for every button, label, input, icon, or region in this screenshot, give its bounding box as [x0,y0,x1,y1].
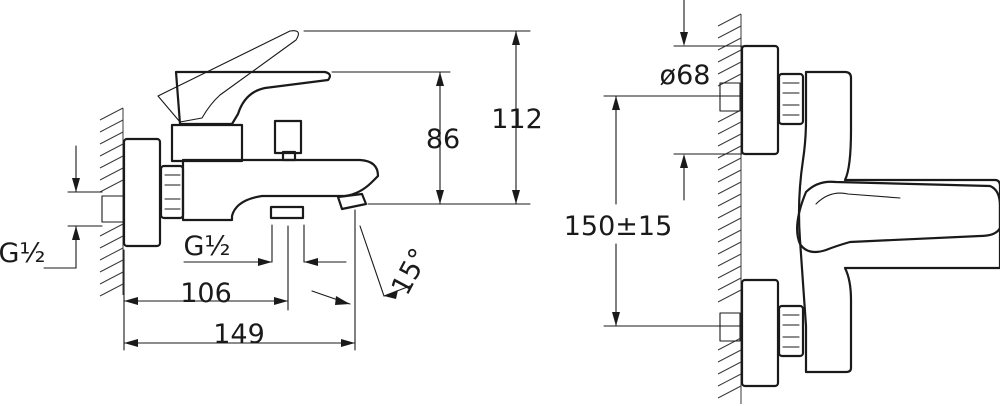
wall-connector-top [719,82,741,112]
escutcheon-top [740,44,780,156]
thread-wall: G½ [0,238,46,269]
wall-connector-bottom [719,312,741,342]
front-view: ø68 150±15 [564,0,1000,404]
lever-highlight [815,192,901,205]
wall-hatch-right [717,13,742,404]
mixer-body-front [797,70,1000,374]
mixer-body [181,158,380,222]
wall-hatch-left [99,107,124,297]
diverter-stem [281,150,297,162]
dim-height-total: 112 [491,104,543,135]
dim-diameter: ø68 [660,60,711,91]
dim-height-spout: 86 [426,124,460,155]
dim-spout-reach: 106 [180,278,232,309]
wall-connector [101,195,125,223]
side-view: 86 112 G½ G½ 106 149 [0,30,543,351]
diverter-knob [273,119,303,155]
lever-open [157,30,299,123]
lever-closed [174,70,332,126]
connection-nut [159,164,185,220]
shower-outlet [269,205,305,220]
spout-tip [336,192,368,211]
dim-total-depth: 149 [213,319,265,350]
escutcheon-bottom [740,278,780,388]
cartridge-housing [170,123,244,163]
lever-front [795,180,1000,254]
thread-outlet: G½ [183,231,230,262]
dim-angle: 15° [386,243,436,300]
dim-centers: 150±15 [564,211,673,242]
escutcheon [122,137,162,248]
nut-top [777,72,805,126]
nut-bottom [777,304,805,358]
